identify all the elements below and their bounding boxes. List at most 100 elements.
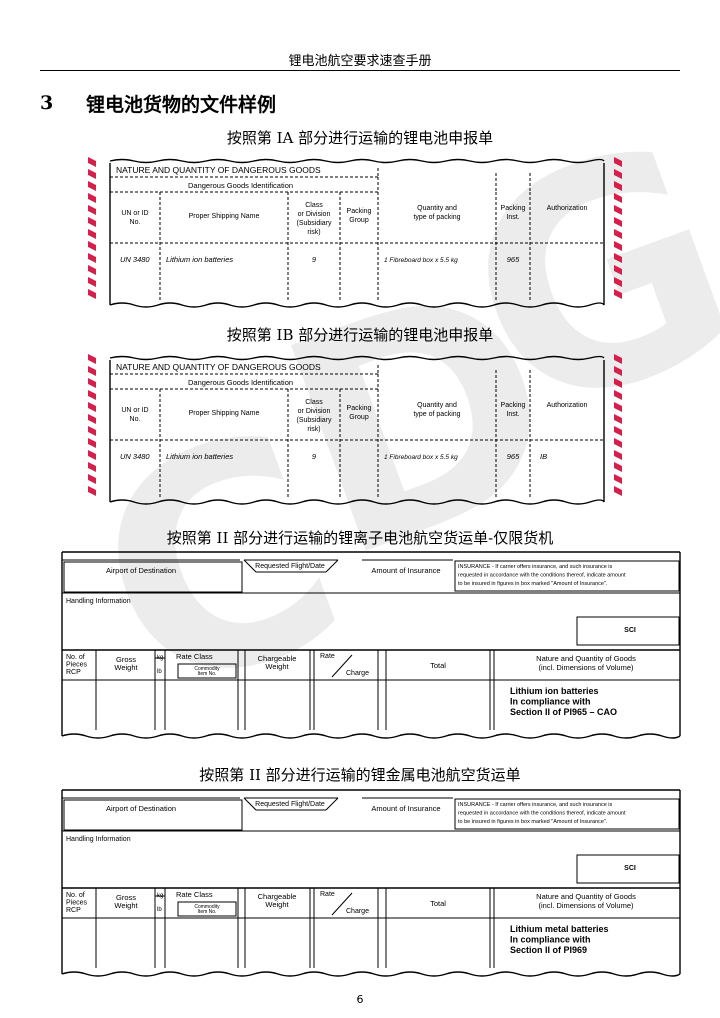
dg-column-header: Class (305, 399, 323, 406)
hatch-stripe (88, 462, 96, 472)
hatch-stripe (614, 438, 622, 448)
hatch-stripe (88, 378, 96, 388)
form-line (331, 892, 353, 916)
kg-label: kg (157, 655, 163, 661)
gross-weight-label: Weight (114, 901, 138, 910)
hatch-stripe (88, 438, 96, 448)
hatch-stripe (88, 486, 96, 496)
hatch-stripe (88, 169, 96, 179)
hatch-stripe (614, 181, 622, 191)
torn-edge (61, 733, 681, 739)
hatch-stripe (614, 205, 622, 215)
hatch-stripe (88, 205, 96, 215)
dg-column-header: Quantity and (417, 402, 457, 409)
total-label: Total (430, 661, 446, 670)
hatch-stripe (88, 390, 96, 400)
flight-label: Requested Flight/Date (255, 563, 325, 570)
pieces-label: Pieces (66, 900, 88, 907)
pieces-label: RCP (66, 907, 81, 914)
hatch-stripe (614, 366, 622, 376)
airport-box (63, 561, 243, 593)
insurance-note-box (454, 798, 680, 830)
commodity-label: Item No. (198, 671, 217, 677)
handling-label: Handling Information (66, 836, 131, 843)
hatch-stripe (614, 229, 622, 239)
gross-weight-label: Weight (114, 663, 138, 672)
torn-edge (61, 971, 681, 977)
dg-column-header: type of packing (413, 214, 460, 221)
dg-column-header: Authorization (547, 402, 588, 409)
section-number: 3 (40, 92, 54, 114)
hatch-stripe (614, 354, 622, 364)
hatch-stripe (88, 474, 96, 484)
sci-box (576, 854, 680, 884)
dg-value: Lithium ion batteries (166, 255, 233, 264)
dg-column-header: Proper Shipping Name (189, 213, 260, 220)
pieces-label: No. of (66, 892, 85, 899)
hatch-stripe (88, 229, 96, 239)
hatch-stripe (614, 265, 622, 275)
hatch-stripe (88, 289, 96, 299)
dg-column-header: Packing (347, 208, 372, 215)
form-line (331, 654, 353, 678)
dg-value: 1 Fibreboard box x 5.5 kg (384, 454, 458, 461)
dg-column-header: Packing (501, 402, 526, 409)
insurance-label: Amount of Insurance (371, 804, 440, 813)
dg-value: IB (540, 452, 547, 461)
hatch-stripe (88, 193, 96, 203)
hatch-stripe (614, 277, 622, 287)
hatch-stripe (88, 157, 96, 167)
hatch-stripe (88, 450, 96, 460)
pieces-label: No. of (66, 654, 85, 661)
dg-column-header: or Division (298, 408, 331, 415)
rate-class-label: Rate Class (176, 652, 213, 661)
hatch-stripe (88, 366, 96, 376)
caption-metal-awb: 按照第 II 部分进行运输的锂金属电池航空货运单 (199, 766, 521, 784)
dg-value: Lithium ion batteries (166, 452, 233, 461)
torn-edge (109, 355, 605, 361)
caption-ion-awb: 按照第 II 部分进行运输的锂离子电池航空货运单-仅限货机 (166, 529, 554, 547)
goods-description: In compliance with (510, 935, 591, 945)
hatch-stripe (88, 217, 96, 227)
caption-ia: 按照第 IA 部分进行运输的锂电池申报单 (226, 129, 494, 147)
pieces-label: Pieces (66, 662, 88, 669)
form-line (325, 797, 339, 811)
dg-column-header: risk) (307, 426, 320, 433)
form-line (243, 559, 257, 573)
dg-column-header: No. (130, 416, 141, 423)
chargeable-label: Chargeable (258, 892, 297, 901)
dg-column-header: Group (349, 217, 369, 224)
hatch-stripe (614, 426, 622, 436)
dg-value: UN 3480 (120, 255, 150, 264)
airport-label: Airport of Destination (106, 566, 176, 575)
commodity-label: Commodity (194, 904, 220, 910)
dg-value: 9 (312, 255, 317, 264)
hatch-stripe (614, 241, 622, 251)
dg-column-header: Authorization (547, 205, 588, 212)
dg-column-header: risk) (307, 229, 320, 236)
hatch-stripe (88, 354, 96, 364)
dg-column-header: type of packing (413, 411, 460, 418)
hatch-stripe (614, 390, 622, 400)
dg-column-header: Packing (501, 205, 526, 212)
dg-value: 965 (507, 255, 520, 264)
insurance-note: INSURANCE - If carrier offers insurance,… (458, 802, 613, 808)
hatch-stripe (614, 169, 622, 179)
hatch-stripe (88, 181, 96, 191)
dg-column-header: (Subsidiary (296, 220, 332, 227)
hatch-stripe (614, 378, 622, 388)
hatch-stripe (88, 265, 96, 275)
form-line (243, 797, 257, 811)
hatch-stripe (614, 289, 622, 299)
dg-column-header: or Division (298, 211, 331, 218)
hatch-stripe (614, 474, 622, 484)
charge-label: Charge (346, 670, 369, 677)
dg-value: 965 (507, 452, 520, 461)
dg-column-header: Group (349, 414, 369, 421)
dg-value: UN 3480 (120, 452, 150, 461)
insurance-note-box (454, 560, 680, 592)
dg-declaration-form: NATURE AND QUANTITY OF DANGEROUS GOODSDa… (88, 354, 622, 505)
hatch-stripe (614, 217, 622, 227)
